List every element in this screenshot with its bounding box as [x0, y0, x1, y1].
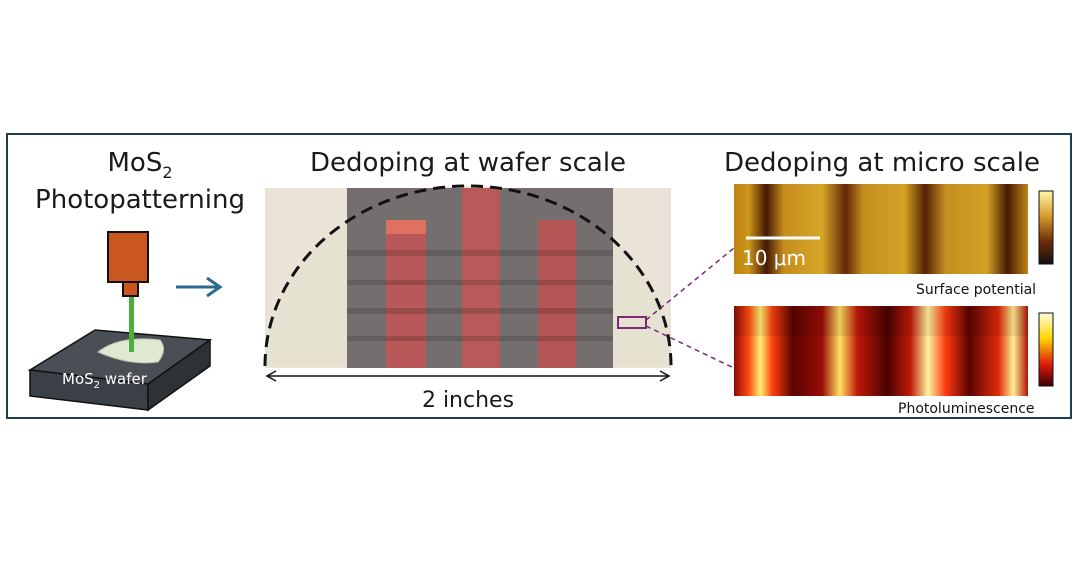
photopatterning-title: MoS2: [40, 148, 240, 182]
laser-nozzle: [122, 281, 139, 297]
stripe-3: [538, 220, 576, 368]
micro-scale-title: Dedoping at micro scale: [724, 148, 1040, 178]
photoluminescence-label: Photoluminescence: [898, 401, 1035, 417]
callout-line-bottom: [645, 325, 735, 369]
wafer-label-suffix: wafer: [100, 370, 147, 388]
photoluminescence-map: [734, 306, 1028, 396]
wafer-outline: [263, 184, 673, 367]
stripe-1-top: [386, 220, 426, 234]
laser-beam: [129, 296, 134, 352]
figure-frame: [6, 133, 1072, 419]
stripe-1: [386, 220, 426, 368]
callout-line-top: [645, 247, 735, 321]
process-arrow-icon: [176, 276, 223, 298]
surface-potential-colorbar: [1038, 190, 1054, 265]
wafer-scale-title: Dedoping at wafer scale: [309, 148, 627, 178]
patterned-sample: [347, 188, 613, 368]
title-subscript: 2: [162, 163, 173, 182]
photoluminescence-colorbar: [1038, 312, 1054, 387]
wafer-stage-side: [147, 338, 211, 412]
laser-head: [107, 231, 149, 283]
photopatterning-title-line2: Photopatterning: [35, 185, 245, 215]
wafer-label-sub: 2: [93, 380, 101, 391]
zoom-region-marker: [617, 316, 647, 329]
surface-potential-map: [734, 184, 1028, 274]
surface-potential-label: Surface potential: [916, 282, 1037, 298]
dimension-label: 2 inches: [421, 388, 515, 413]
scale-bar-label: 10 μm: [742, 246, 807, 270]
dimension-arrow: [265, 370, 671, 382]
wafer-label-mos: MoS: [62, 370, 94, 388]
wafer-photo: [263, 184, 673, 368]
title-mos: MoS: [107, 148, 163, 178]
wafer-label: MoS2 wafer: [62, 370, 147, 391]
stripe-2: [462, 188, 500, 368]
laser-setup: [27, 231, 213, 412]
